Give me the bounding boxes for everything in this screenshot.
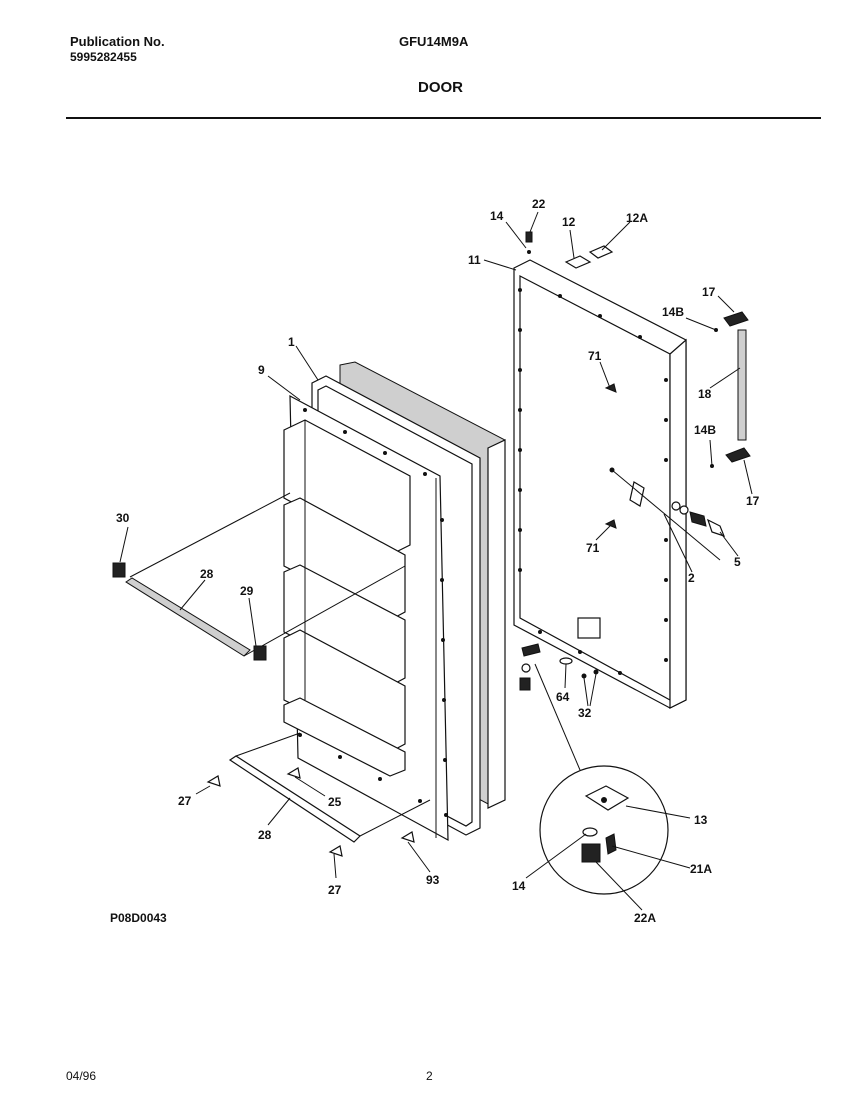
shelf-rail-lower: [228, 732, 431, 843]
part-label: 27: [328, 883, 342, 897]
top-screw: [525, 231, 533, 254]
part-label: 12: [562, 215, 576, 229]
page-title: DOOR: [418, 79, 463, 96]
latch-assembly: [604, 383, 726, 561]
part-label: 5: [734, 555, 741, 569]
model-number: GFU14M9A: [399, 34, 469, 49]
part-label: 1: [288, 335, 295, 349]
part-label: 17: [746, 494, 760, 508]
drawing-code: P08D0043: [110, 911, 167, 925]
outer-panel-holes: [518, 288, 668, 675]
bottom-hinge-parts: [519, 617, 601, 691]
part-label: 32: [578, 706, 592, 720]
part-label: 28: [258, 828, 272, 842]
part-label: 18: [698, 387, 712, 401]
part-number-labels: 1 9 30 28 29 27 25 28 27 93 14 22 12 12A…: [116, 197, 760, 925]
liner-screw-holes: [298, 408, 448, 817]
hinge-detail-callout: [534, 663, 669, 895]
part-label: 14B: [694, 423, 716, 437]
part-label: 9: [258, 363, 265, 377]
part-label: 12A: [626, 211, 648, 225]
part-label: 14B: [662, 305, 684, 319]
part-label: 30: [116, 511, 130, 525]
part-label: 25: [328, 795, 342, 809]
part-label: 64: [556, 690, 570, 704]
part-label: 71: [586, 541, 600, 555]
leader-lines: [119, 211, 753, 911]
part-label: 14: [512, 879, 526, 893]
part-label: 21A: [690, 862, 712, 876]
door-handle: [710, 311, 751, 468]
part-label: 14: [490, 209, 504, 223]
shelf-clip-part: [112, 562, 126, 578]
outer-door-panel: [513, 259, 687, 709]
page-number: 2: [426, 1069, 433, 1083]
door-shelves: [283, 419, 411, 777]
part-label: 13: [694, 813, 708, 827]
shelf-rail-upper: [125, 492, 406, 657]
part-label: 22A: [634, 911, 656, 925]
door-labels-decals: [564, 245, 614, 269]
part-label: 11: [468, 253, 481, 267]
screws-lower-left: [206, 767, 415, 857]
part-label: 29: [240, 584, 254, 598]
part-label: 27: [178, 794, 192, 808]
part-label: 71: [588, 349, 602, 363]
part-label: 2: [688, 571, 695, 585]
part-label: 22: [532, 197, 546, 211]
footer-date: 04/96: [66, 1069, 97, 1083]
part-label: 17: [702, 285, 716, 299]
rail-end-cap: [253, 645, 267, 661]
header-rule: [66, 117, 821, 119]
publication-number: 5995282455: [70, 50, 137, 64]
part-label: 28: [200, 567, 214, 581]
part-label: 93: [426, 873, 440, 887]
publication-label: Publication No.: [70, 34, 165, 49]
